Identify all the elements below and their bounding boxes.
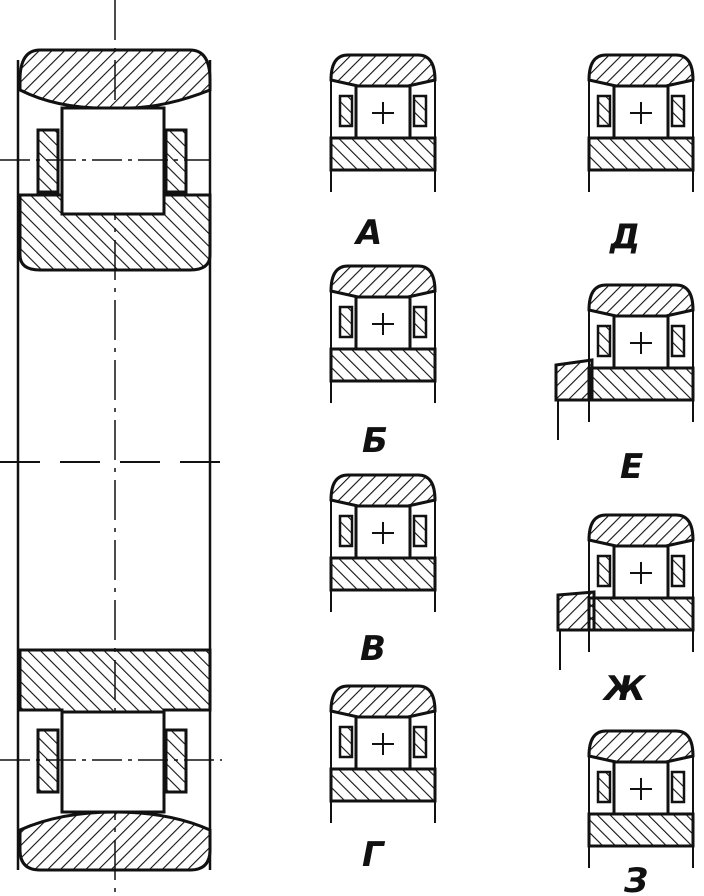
bearing-d bbox=[589, 55, 693, 192]
bearing-v bbox=[331, 475, 435, 612]
label-z: З bbox=[623, 861, 648, 896]
label-zh: Ж bbox=[602, 669, 647, 709]
label-b: Б bbox=[362, 421, 388, 461]
bearing-a bbox=[331, 55, 435, 192]
label-v: В bbox=[360, 629, 386, 669]
label-g: Г bbox=[362, 835, 386, 875]
label-a: А bbox=[353, 213, 382, 253]
large-bearing bbox=[0, 0, 230, 896]
bearing-zh bbox=[556, 515, 693, 670]
bearing-g bbox=[331, 686, 435, 823]
label-e: Е bbox=[620, 447, 643, 487]
bearing-z bbox=[589, 731, 693, 868]
label-d: Д bbox=[609, 217, 640, 257]
bearing-e bbox=[554, 285, 693, 440]
bearing-b bbox=[331, 266, 435, 403]
